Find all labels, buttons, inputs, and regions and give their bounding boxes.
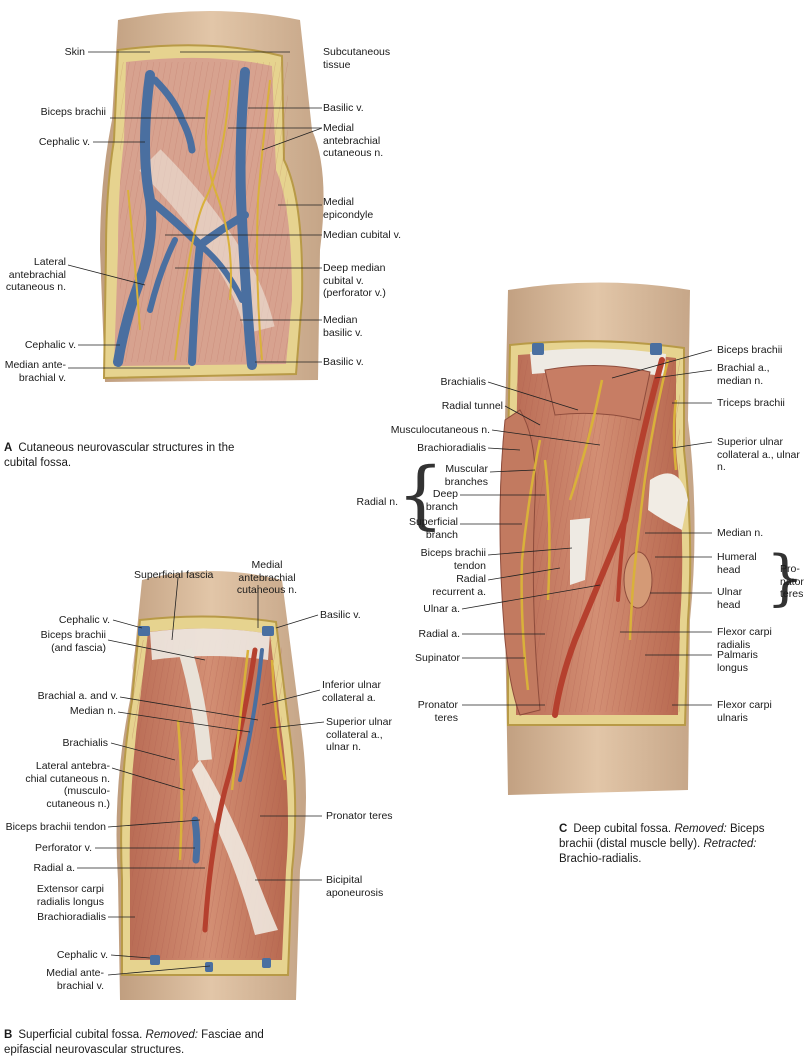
label-a-subcutaneous-tissue: Subcutaneous tissue: [323, 46, 391, 71]
panel-c-epicondyle: [648, 473, 688, 530]
caption-b-removed-text: Fasciae and epifascial neurovascular str…: [4, 1029, 264, 1056]
label-a-median-cubital-v: Median cubital v.: [323, 229, 402, 241]
panel-c-nerves: [520, 359, 678, 691]
label-a-deep-median-cubital-v: Deep median cubital v. (perforator v.): [323, 262, 386, 299]
caption-c-retracted-label: Retracted:: [703, 838, 757, 850]
panel-b-vessels: [191, 647, 264, 933]
caption-a-text: Cutaneous neurovascular structures in th…: [4, 442, 235, 469]
leader-lines: [67, 51, 713, 976]
panel-c-tendon: [570, 518, 590, 585]
label-c-brachialis: Brachialis: [440, 376, 486, 388]
label-c-supinator: Supinator: [415, 652, 460, 664]
label-b-lateral-antebrachial-n: Lateral antebra-chial cutaneous n. (musc…: [25, 760, 110, 810]
caption-c-removed-label: Removed:: [674, 823, 727, 835]
label-c-pronator-teres-group: Pro-nator teres: [780, 563, 804, 600]
label-b-biceps-tendon: Biceps brachii tendon: [5, 821, 106, 833]
caption-b-removed-label: Removed:: [145, 1029, 198, 1041]
label-c-flexor-carpi-ulnaris: Flexor carpi ulnaris: [717, 699, 772, 724]
panel-c-vessels: [552, 357, 665, 718]
label-c-radial-n: Radial n.: [356, 496, 398, 508]
label-c-triceps-brachii: Triceps brachii: [717, 397, 785, 409]
label-c-muscular-branches: Muscular branches: [444, 463, 488, 488]
label-c-superior-ulnar-collateral: Superior ulnar collateral a., ulnar n.: [717, 436, 800, 473]
label-c-pronator-teres: Pronator teres: [417, 699, 458, 724]
label-a-lateral-antebrachial-n: Lateral antebrachial cutaneous n.: [5, 256, 66, 293]
label-b-perforator-v: Perforator v.: [35, 842, 92, 854]
label-b-bicipital-aponeurosis: Bicipital aponeurosis: [326, 874, 384, 899]
caption-c-letter: C: [559, 823, 568, 835]
label-b-biceps-brachii-fascia: Biceps brachii (and fascia): [40, 629, 106, 654]
panel-c-figure: [499, 282, 695, 795]
label-b-radial-a: Radial a.: [33, 862, 75, 874]
label-c-brachial-a-median-n: Brachial a., median n.: [717, 362, 770, 387]
label-c-deep-branch: Deep branch: [425, 488, 458, 513]
caption-b-letter: B: [4, 1029, 13, 1041]
label-c-ulnar-a: Ulnar a.: [423, 603, 460, 615]
label-b-cephalic-v-upper: Cephalic v.: [58, 614, 110, 626]
panel-c-cut-veins: [532, 343, 662, 355]
label-b-brachioradialis: Brachioradialis: [37, 911, 106, 923]
label-b-extensor-carpi: Extensor carpi radialis longus: [36, 883, 104, 908]
label-c-flexor-carpi-radialis: Flexor carpi radialis: [717, 626, 772, 651]
label-b-medial-antebrachial-n: Medial antebrachial cutaneous n.: [236, 559, 298, 596]
caption-c-text: Deep cubital fossa.: [573, 823, 672, 835]
caption-c-removed-text: Biceps brachii (distal muscle belly).: [559, 823, 765, 850]
panel-c-retracted-brachioradialis: [499, 409, 541, 716]
label-a-basilic-v-lower: Basilic v.: [323, 356, 364, 368]
label-b-superior-ulnar-collateral: Superior ulnar collateral a., ulnar n.: [326, 716, 392, 753]
panel-a-nerves: [127, 79, 271, 361]
caption-b-text: Superficial cubital fossa.: [18, 1029, 143, 1041]
label-a-cephalic-v-lower: Cephalic v.: [24, 339, 76, 351]
label-b-pronator-teres: Pronator teres: [326, 810, 393, 822]
label-a-cephalic-v-upper: Cephalic v.: [38, 136, 90, 148]
panel-b-nerves: [176, 649, 287, 861]
label-c-radial-a: Radial a.: [418, 628, 460, 640]
label-a-biceps-brachii: Biceps brachii: [40, 106, 106, 118]
label-c-humeral-head: Humeral head: [717, 551, 757, 576]
label-c-biceps-brachii: Biceps brachii: [717, 344, 783, 356]
label-a-basilic-v-upper: Basilic v.: [323, 102, 364, 114]
label-a-skin: Skin: [64, 46, 85, 58]
label-b-cephalic-v-lower: Cephalic v.: [56, 949, 108, 961]
label-c-biceps-tendon: Biceps brachii tendon: [420, 547, 486, 572]
label-b-medial-antebrachial-v: Medial ante-brachial v.: [46, 967, 104, 992]
label-c-musculocutaneous-n: Musculocutaneous n.: [390, 424, 490, 436]
label-c-ulnar-head: Ulnar head: [717, 586, 743, 611]
label-b-brachialis: Brachialis: [62, 737, 108, 749]
label-a-median-antebrachial-v: Median ante-brachial v.: [4, 359, 66, 384]
label-c-radial-tunnel: Radial tunnel: [441, 400, 503, 412]
label-c-brachioradialis: Brachioradialis: [417, 442, 486, 454]
pronator-teres-brace: }: [766, 543, 805, 613]
label-c-superficial-branch: Superficial branch: [408, 516, 458, 541]
panel-a-veins: [113, 67, 257, 370]
label-a-median-basilic-v: Median basilic v.: [323, 314, 363, 339]
caption-c-retracted-text: Brachio-radialis.: [559, 853, 642, 865]
label-c-palmaris-longus: Palmaris longus: [717, 649, 758, 674]
caption-a-letter: A: [4, 442, 13, 454]
label-b-superficial-fascia: Superficial fascia: [134, 569, 214, 581]
panel-b-cut-veins: [138, 626, 274, 972]
panel-b-bicipital-aponeurosis: [192, 760, 278, 935]
label-b-basilic-v: Basilic v.: [320, 609, 361, 621]
label-b-inferior-ulnar-collateral-a: Inferior ulnar collateral a.: [322, 679, 381, 704]
panel-b-figure: [116, 571, 306, 1000]
label-c-radial-recurrent-a: Radial recurrent a.: [432, 573, 486, 598]
label-b-brachial-a-v: Brachial a. and v.: [37, 690, 118, 702]
label-c-median-n: Median n.: [717, 527, 764, 539]
label-b-median-n: Median n.: [69, 705, 116, 717]
radial-n-brace: {: [397, 452, 445, 538]
caption-c: C Deep cubital fossa. Removed: Biceps bra…: [559, 822, 799, 867]
label-a-medial-epicondyle: Medial epicondyle: [323, 196, 374, 221]
caption-b: B Superficial cubital fossa. Removed: Fas…: [4, 1028, 264, 1058]
panel-c-biceps-cut: [544, 364, 651, 421]
panel-a-figure: [100, 11, 324, 382]
label-a-medial-antebrachial-n: Medial antebrachial cutaneous n.: [323, 122, 384, 159]
